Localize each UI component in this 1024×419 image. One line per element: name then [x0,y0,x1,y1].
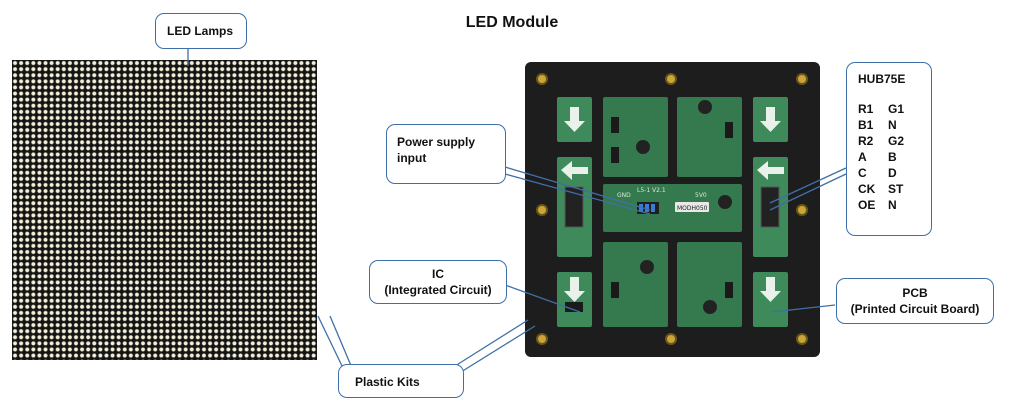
silkscreen-vcc: 5V0 [695,192,707,199]
label-pcb-line1: PCB [902,286,928,300]
module-back-drawing: GND 5V0 MODH050 L5-1 V2.1 [536,73,808,345]
callout-led-lamps: LED Lamps [155,13,247,49]
hub-pin-row: R1 G1 [858,101,931,117]
silkscreen-version: L5-1 V2.1 [637,187,666,194]
hub-pin: OE [858,198,876,212]
leader-power-2 [504,173,651,215]
leader-hub [769,167,847,204]
label-plastic-kits: Plastic Kits [355,375,420,389]
mounting-screws [536,73,808,345]
label-pcb-line2: (Printed Circuit Board) [850,302,980,316]
leader-plastic-3 [454,319,529,367]
hub-pin-row: OE N [858,197,931,213]
hub-pin: N [888,198,897,212]
leader-plastic-1 [317,315,344,369]
hub-pin: ST [888,182,904,196]
leader-power-1 [504,166,651,211]
label-ic-line1: IC [432,267,444,281]
ic-chips [565,117,733,312]
label-power-supply-line1: Power supply [397,135,476,149]
leader-plastic-2 [329,315,353,369]
label-power-supply-line2: input [397,151,427,165]
silkscreen-model: MODH050 [677,205,708,212]
led-panel-front [12,60,317,360]
hub-pin: C [858,166,867,180]
leader-pcb [771,304,836,313]
callout-power-supply: Power supply input [386,124,506,184]
leader-ic [504,284,581,313]
direction-arrows [561,107,784,302]
callout-pcb: PCB (Printed Circuit Board) [836,278,994,324]
hub-pin: CK [858,182,876,196]
hub-pin: B [888,150,897,164]
hub-pin: D [888,166,897,180]
hub-pin: R1 [858,102,874,116]
leader-plastic-4 [460,325,536,373]
hub-pin-row: R2 G2 [858,133,931,149]
ribbon-connectors [564,100,780,314]
hub-pin: R2 [858,134,874,148]
hub-pin-row: B1 N [858,117,931,133]
hub-pin: G1 [888,102,905,116]
silkscreen-gnd: GND [617,192,631,199]
hub-pin: G2 [888,134,905,148]
hub-pin-row: CK ST [858,181,931,197]
leader-hub-2 [769,173,847,211]
label-led-lamps: LED Lamps [167,24,234,38]
hub-pin: A [858,150,867,164]
hub-pin: B1 [858,118,874,132]
diagram-title: LED Module [465,14,559,31]
label-ic-line2: (Integrated Circuit) [384,283,492,297]
hub75e-heading: HUB75E [858,72,906,86]
callout-plastic-kits: Plastic Kits [338,364,464,398]
hub-pin: N [888,118,897,132]
callout-ic: IC (Integrated Circuit) [369,260,507,304]
